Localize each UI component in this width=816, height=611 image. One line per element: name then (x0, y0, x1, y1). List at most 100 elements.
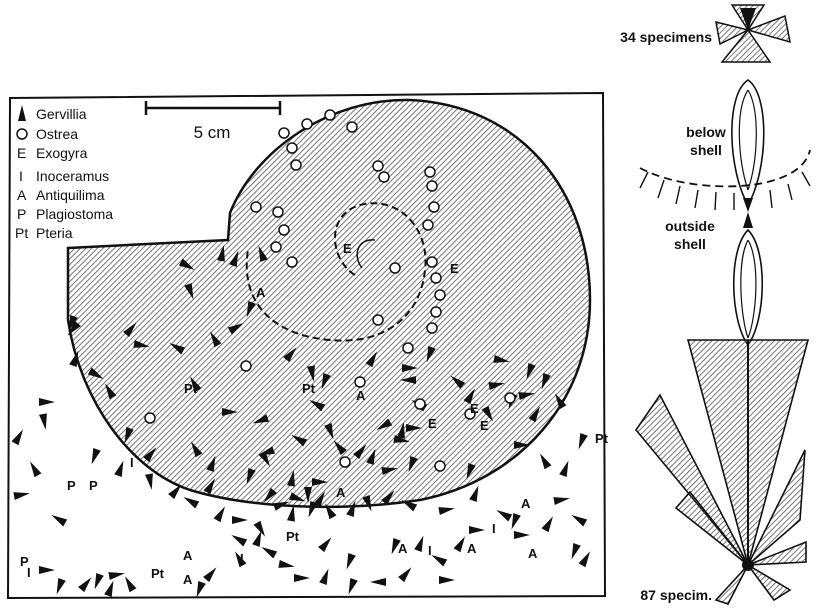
specimen-letter: E (470, 401, 479, 416)
rose-top-label: 34 specimens (620, 29, 712, 45)
gervillia-mark (53, 578, 66, 596)
ostrea-mark (505, 393, 515, 403)
gervillia-mark (318, 535, 334, 552)
bivalve-outside-shell (734, 212, 763, 345)
specimen-letter: Pt (286, 529, 300, 544)
ostrea-mark (373, 315, 383, 325)
gervillia-mark (12, 427, 27, 445)
specimen-letter: A (521, 496, 531, 511)
gervillia-mark (78, 575, 94, 592)
gervillia-mark (193, 581, 206, 599)
open-circle-icon (17, 129, 27, 139)
gervillia-mark (88, 448, 101, 466)
gervillia-mark (114, 459, 127, 477)
specimen-letter: E (343, 241, 352, 256)
below-label-1: below (686, 124, 726, 140)
ostrea-mark (287, 257, 297, 267)
gervillia-mark (559, 459, 572, 477)
legend-item-exogyra: E Exogyra (17, 145, 88, 161)
ostrea-mark (390, 263, 400, 273)
ostrea-mark (423, 220, 433, 230)
specimen-letter: A (336, 485, 346, 500)
specimen-letter: Pt (184, 381, 198, 396)
legend-label: Ostrea (36, 126, 78, 142)
gervillia-mark (278, 560, 295, 571)
rose-bottom-label: 87 specim. (640, 587, 712, 603)
legend-item-pteria: Pt Pteria (15, 225, 73, 241)
legend-label: Exogyra (36, 145, 88, 161)
specimen-letter: A (528, 546, 538, 561)
ostrea-mark (325, 110, 335, 120)
ostrea-mark (427, 257, 437, 267)
scale-bar-label: 5 cm (194, 123, 231, 142)
ostrea-mark (425, 167, 435, 177)
specimen-letter: A (183, 548, 193, 563)
ostrea-mark (273, 207, 283, 217)
legend-label: Inoceramus (36, 168, 109, 184)
gervillia-mark (122, 574, 137, 592)
gervillia-mark (398, 565, 414, 582)
specimen-letter: A (256, 285, 266, 300)
legend-symbol: Pt (15, 225, 28, 241)
ostrea-mark (429, 202, 439, 212)
ostrea-mark (403, 343, 413, 353)
gervillia-mark (214, 504, 229, 522)
ostrea-mark (435, 461, 445, 471)
gervillia-mark (319, 567, 332, 585)
legend-item-inoceramus: I Inoceramus (19, 168, 109, 184)
specimen-letter: A (183, 572, 193, 587)
legend-item-ostrea: Ostrea (17, 126, 78, 142)
ostrea-mark (435, 290, 445, 300)
ostrea-mark (241, 361, 251, 371)
legend-item-antiquilima: A Antiquilima (17, 187, 105, 203)
gervillia-mark (553, 494, 570, 505)
gervillia-mark (254, 521, 269, 539)
ostrea-mark (271, 242, 281, 252)
gervillia-mark (27, 459, 42, 477)
bivalve-below-shell (732, 80, 764, 212)
rose-panel: 34 specimens below shell (620, 5, 810, 604)
outside-label-1: outside (665, 218, 715, 234)
legend-label: Gervillia (36, 106, 87, 122)
specimen-letter: I (27, 565, 31, 580)
specimen-letter: A (356, 388, 366, 403)
below-label-2: shell (690, 142, 722, 158)
gervillia-mark (438, 504, 455, 515)
gervillia-mark (579, 549, 594, 567)
ammonite-shell (68, 100, 590, 507)
gervillia-mark (514, 531, 530, 539)
gervillia-mark (429, 552, 447, 567)
legend-item-gervillia: Gervillia (18, 105, 87, 122)
gervillia-mark (259, 544, 277, 559)
gervillia-mark (494, 507, 512, 522)
gervillia-mark (542, 514, 557, 532)
ostrea-mark (431, 273, 441, 283)
specimen-letter: A (467, 541, 477, 556)
specimen-letter: Pt (151, 566, 165, 581)
gervillia-mark (568, 543, 581, 561)
gervillia-mark (104, 579, 117, 597)
gervillia-mark (343, 553, 356, 571)
legend-symbol: I (19, 168, 23, 184)
gervillia-mark (414, 534, 427, 552)
legend-symbol: E (17, 145, 26, 161)
ostrea-mark (145, 413, 155, 423)
gervillia-mark (91, 573, 104, 591)
gervillia-mark (13, 489, 30, 500)
specimen-letter: I (492, 521, 496, 536)
specimen-letter: I (428, 543, 432, 558)
ostrea-mark (251, 202, 261, 212)
scale-bar: 5 cm (146, 101, 280, 142)
gervillia-mark (370, 578, 386, 586)
gervillia-mark (575, 433, 588, 451)
gervillia-mark (294, 574, 310, 582)
specimen-letter: A (398, 541, 408, 556)
gervillia-mark (39, 413, 50, 430)
legend-symbol: P (17, 206, 26, 222)
outside-label-2: shell (674, 236, 706, 252)
legend-label: Antiquilima (36, 187, 105, 203)
legend-label: Pteria (36, 225, 73, 241)
gervillia-mark (469, 484, 482, 502)
legend-label: Plagiostoma (36, 206, 113, 222)
